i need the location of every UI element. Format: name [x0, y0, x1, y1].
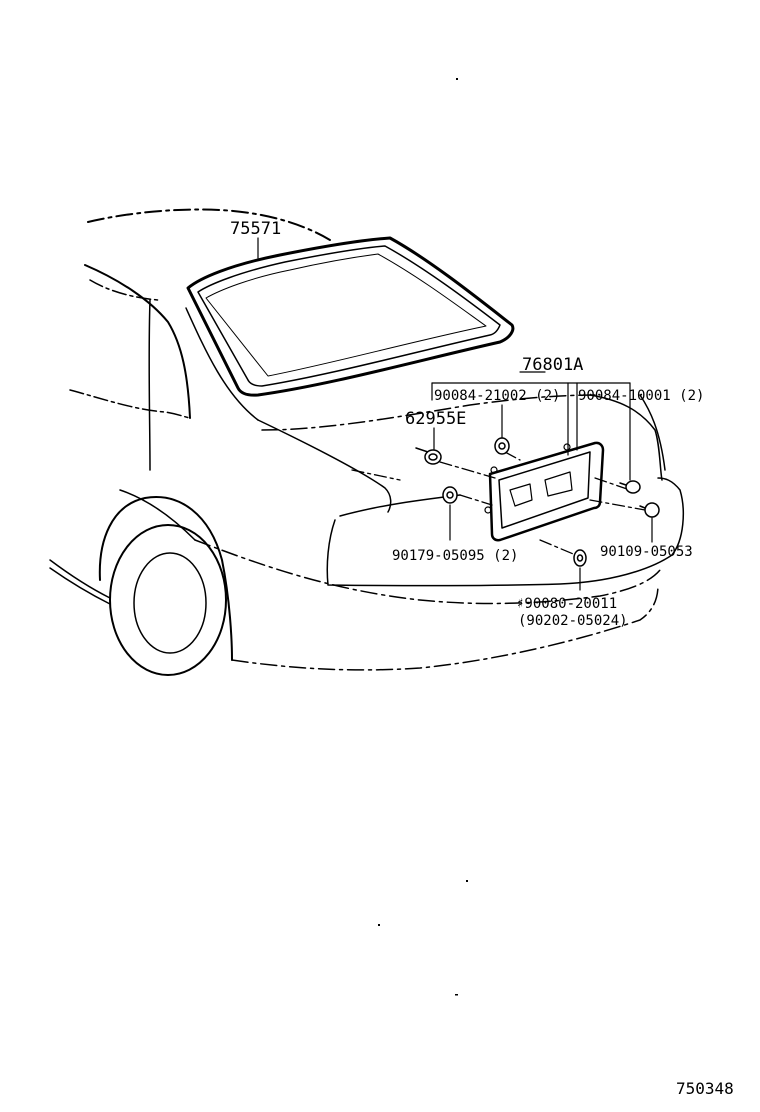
bracket-detail [509, 471, 573, 507]
label-bolt: 62955E [405, 409, 466, 429]
nut [573, 549, 587, 567]
bumper-lower-line [194, 539, 661, 605]
trunk-lid-line [261, 394, 601, 431]
rear-bumper-face [326, 477, 685, 587]
scan-specks [378, 78, 468, 996]
trunk-edge-left [257, 419, 392, 513]
quarter-panel-top [185, 307, 259, 421]
small-screws [484, 443, 571, 514]
clip-lower-left [442, 486, 458, 504]
license-bracket-outer [488, 441, 605, 542]
license-bracket-inner [498, 451, 591, 529]
rocker-line [49, 559, 111, 599]
clip-lower-right [639, 502, 660, 518]
leader-lines [257, 237, 653, 591]
rocker-line-2 [49, 567, 111, 605]
label-clip-lower-right: 90109-05053 [600, 544, 693, 560]
label-clip-lower-left: 90179-05095 (2) [392, 548, 518, 564]
body-lower-edge [231, 584, 659, 671]
rear-wheel-inner [133, 552, 207, 654]
trunk-lid-right [589, 394, 663, 481]
label-license-bracket: 76801A [522, 355, 583, 375]
screw-right [619, 480, 641, 494]
wheel-arch [98, 496, 233, 661]
bolt-62955e [415, 447, 442, 465]
rear-window-glass [205, 253, 487, 377]
rear-wheel-outer [109, 524, 227, 676]
label-nut-primary: ♯90080-20011 [516, 596, 617, 612]
label-rear-window: 75571 [230, 219, 281, 239]
screw-left [494, 437, 510, 455]
label-screw-left: 90084-21002 (2) [434, 388, 560, 404]
body-side-crease [148, 299, 151, 471]
side-window-lower [69, 389, 191, 419]
assembly-lines [351, 451, 646, 557]
trunk-right-edge [639, 394, 666, 471]
rear-window-inner [197, 245, 501, 387]
figure-id: 750348 [676, 1079, 734, 1098]
c-pillar-line [84, 264, 191, 419]
rear-bumper-top [339, 494, 461, 517]
roof-outline [87, 208, 331, 241]
label-nut-alt: (90202-05024) [518, 613, 628, 629]
label-screw-right: 90084-10001 (2) [578, 388, 704, 404]
body-side-lower [119, 489, 196, 541]
side-window-line [89, 279, 159, 301]
rear-window-outer [186, 236, 515, 397]
